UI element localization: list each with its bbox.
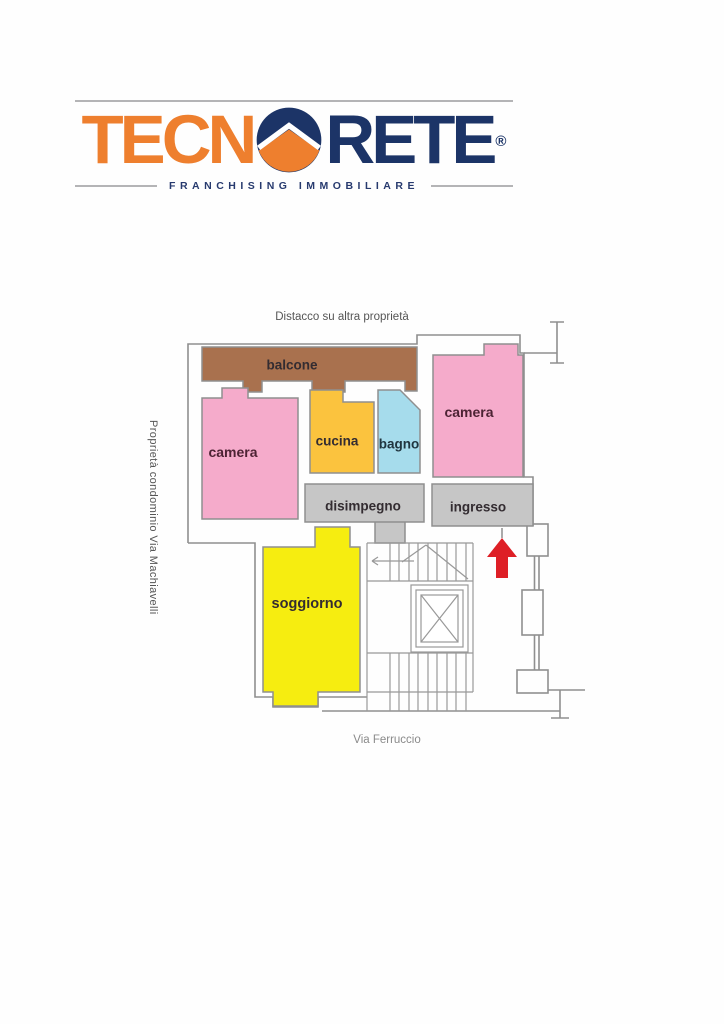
tecnorete-house-icon (257, 107, 322, 173)
tagline-right-rule (430, 185, 514, 187)
boundary-label-left: Proprietà condominio Via Machiavelli (147, 419, 159, 615)
logo-top-rule (75, 100, 513, 102)
registered-trademark-symbol: ® (495, 133, 507, 150)
stairwell (366, 542, 474, 711)
room-label-bagno: bagno (378, 436, 420, 452)
brand-text-tecn: TECN (81, 101, 258, 178)
room-label-balcone: balcone (266, 357, 318, 373)
logo-tagline: FRANCHISING IMMOBILIARE (169, 180, 419, 192)
room-soggiorno (262, 526, 361, 707)
room-label-cucina: cucina (315, 433, 359, 449)
tagline-left-rule (75, 185, 158, 187)
room-camera-left (201, 387, 299, 520)
room-label-disimpegno: disimpegno (325, 498, 401, 514)
room-ingresso (431, 483, 534, 527)
room-label-soggiorno: soggiorno (271, 596, 343, 612)
room-label-ingresso: ingresso (449, 499, 507, 515)
brand-wordmark: TECN RETE ® (75, 101, 513, 178)
tecnorete-logo: TECN RETE ® FRANCHISING IMMOBILIARE (75, 100, 514, 192)
brand-text-rete: RETE (325, 101, 497, 178)
street-label: Via Ferruccio (353, 734, 421, 746)
room-label-camera-left: camera (208, 444, 258, 460)
room-label-camera-right: camera (444, 404, 494, 420)
room-cucina (309, 389, 375, 474)
logo-tagline-row: FRANCHISING IMMOBILIARE (75, 180, 514, 192)
entrance-arrow-icon (487, 528, 517, 578)
rooms-layer (201, 343, 534, 707)
room-camera-right (432, 343, 524, 478)
elevator-icon (410, 584, 469, 653)
room-bagno (377, 389, 421, 474)
room-disimpegno (304, 483, 425, 523)
boundary-label-top: Distacco su altra proprietà (275, 311, 409, 323)
